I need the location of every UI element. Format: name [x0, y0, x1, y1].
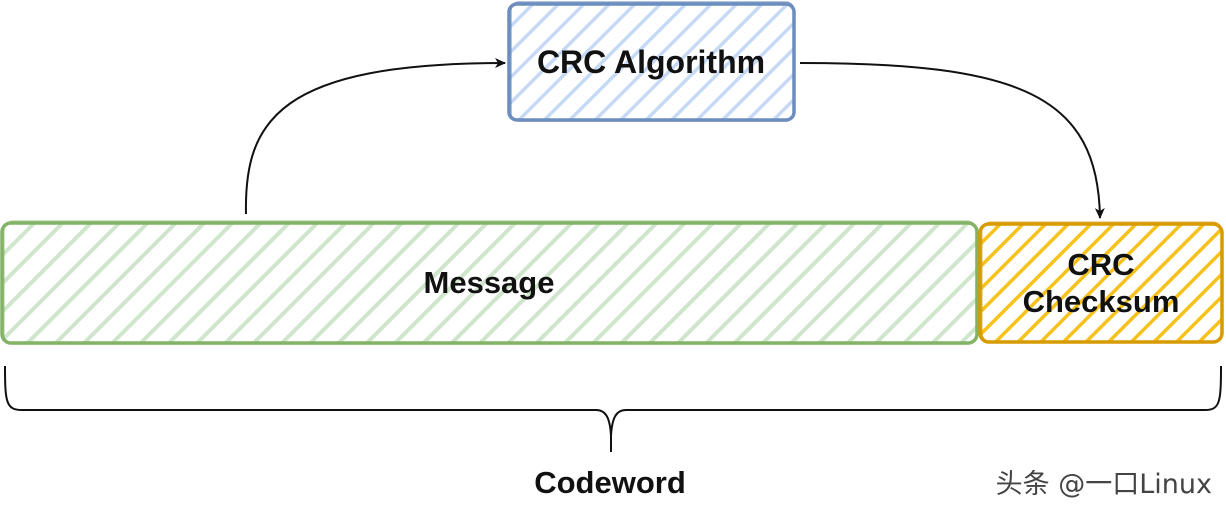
message-node	[0, 220, 979, 345]
watermark-text: 头条 @一口Linux	[995, 469, 1212, 500]
message-label: Message	[423, 265, 555, 301]
crc-checksum-node	[978, 221, 1224, 344]
codeword-label: Codeword	[534, 465, 686, 501]
arrow-algorithm-to-checksum	[799, 62, 1105, 219]
crc-algorithm-node	[507, 1, 796, 122]
arrow-message-to-algorithm	[244, 58, 506, 215]
crc-algorithm-label: CRC Algorithm	[536, 43, 766, 80]
crc-checksum-label-line1: CRC	[1067, 246, 1135, 282]
crc-checksum-label: CRC Checksum	[980, 224, 1222, 342]
crc-checksum-label-line2: Checksum	[1022, 284, 1180, 319]
codeword-brace	[4, 365, 1222, 452]
